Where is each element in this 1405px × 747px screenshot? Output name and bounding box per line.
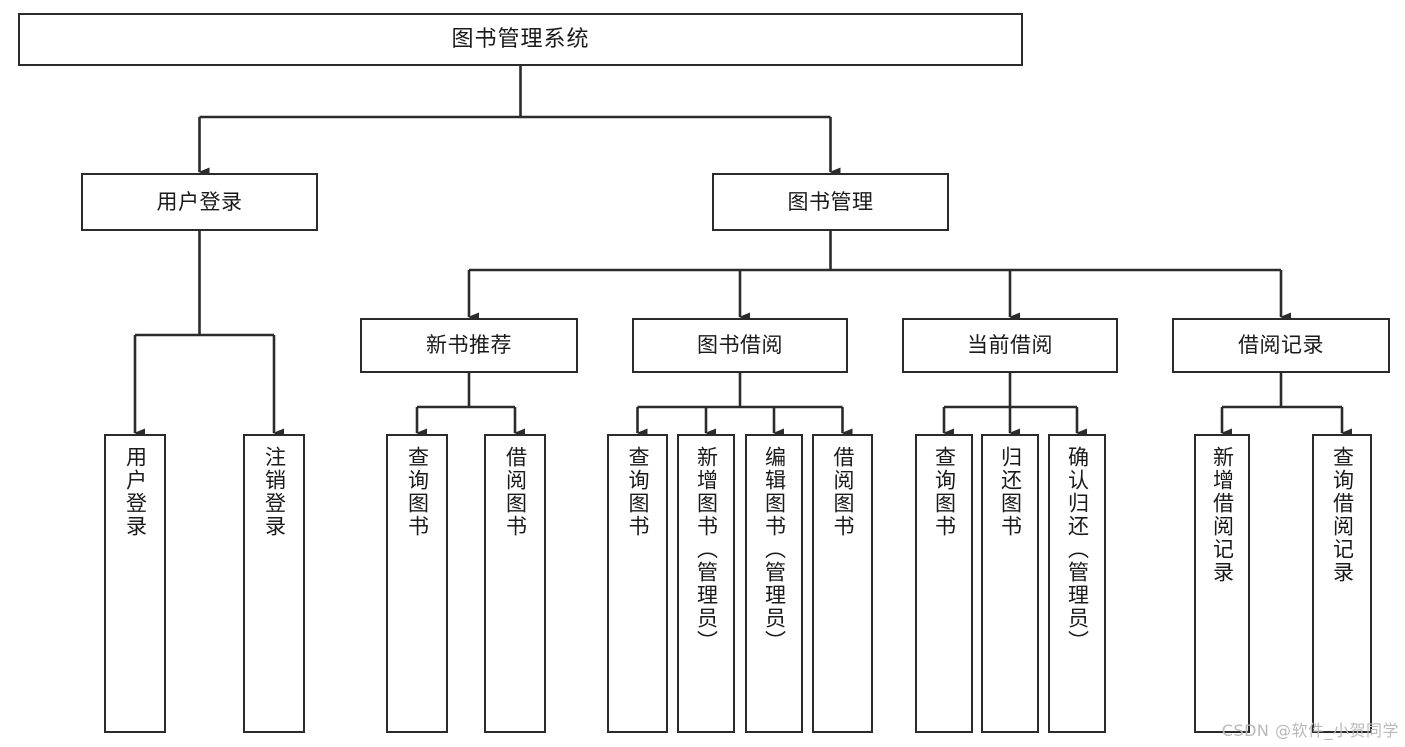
leaf-current-query-book[interactable]: 查询图书 <box>915 434 973 733</box>
node-label: 编辑图书（管理员） <box>762 446 787 653</box>
node-label: 借阅记录 <box>1238 333 1324 358</box>
node-label: 用户登录 <box>156 189 243 214</box>
node-label: 借阅图书 <box>831 446 856 538</box>
node-label: 查询图书 <box>626 446 651 538</box>
node-book-management[interactable]: 图书管理 <box>712 173 949 231</box>
leaf-current-confirm-return-admin[interactable]: 确认归还（管理员） <box>1048 434 1106 733</box>
node-label: 图书管理系统 <box>451 26 590 52</box>
node-label: 图书管理 <box>787 189 874 214</box>
node-borrow-record[interactable]: 借阅记录 <box>1172 318 1390 373</box>
node-label: 用户登录 <box>123 446 148 538</box>
node-label: 查询借阅记录 <box>1330 446 1355 584</box>
node-current-borrow[interactable]: 当前借阅 <box>902 318 1118 373</box>
leaf-borrow-add-book-admin[interactable]: 新增图书（管理员） <box>677 434 735 733</box>
leaf-borrow-query-book[interactable]: 查询图书 <box>607 434 668 733</box>
node-label: 注销登录 <box>262 446 287 538</box>
leaf-user-login[interactable]: 用户登录 <box>104 434 166 733</box>
node-label: 归还图书 <box>998 446 1023 538</box>
node-label: 新书推荐 <box>426 333 512 358</box>
node-label: 确认归还（管理员） <box>1065 446 1090 653</box>
node-book-borrow[interactable]: 图书借阅 <box>632 318 848 373</box>
node-label: 查询图书 <box>405 446 430 538</box>
leaf-recommend-query-book[interactable]: 查询图书 <box>386 434 448 733</box>
leaf-user-logout[interactable]: 注销登录 <box>243 434 305 733</box>
leaf-borrow-edit-book-admin[interactable]: 编辑图书（管理员） <box>745 434 803 733</box>
node-label: 图书借阅 <box>697 333 783 358</box>
leaf-record-add-borrow-record[interactable]: 新增借阅记录 <box>1194 434 1250 733</box>
csdn-watermark: CSDN @软件_小贺同学 <box>1221 721 1399 740</box>
leaf-borrow-borrow-book[interactable]: 借阅图书 <box>812 434 873 733</box>
node-label: 查询图书 <box>932 446 957 538</box>
leaf-current-return-book[interactable]: 归还图书 <box>981 434 1039 733</box>
node-label: 新增图书（管理员） <box>694 446 719 653</box>
node-root-book-management-system[interactable]: 图书管理系统 <box>18 13 1023 66</box>
leaf-record-query-borrow-record[interactable]: 查询借阅记录 <box>1312 434 1372 733</box>
node-new-book-recommendation[interactable]: 新书推荐 <box>360 318 578 373</box>
node-label: 当前借阅 <box>967 333 1053 358</box>
node-label: 借阅图书 <box>503 446 528 538</box>
node-label: 新增借阅记录 <box>1210 446 1235 584</box>
node-user-login[interactable]: 用户登录 <box>81 173 318 231</box>
leaf-recommend-borrow-book[interactable]: 借阅图书 <box>484 434 546 733</box>
